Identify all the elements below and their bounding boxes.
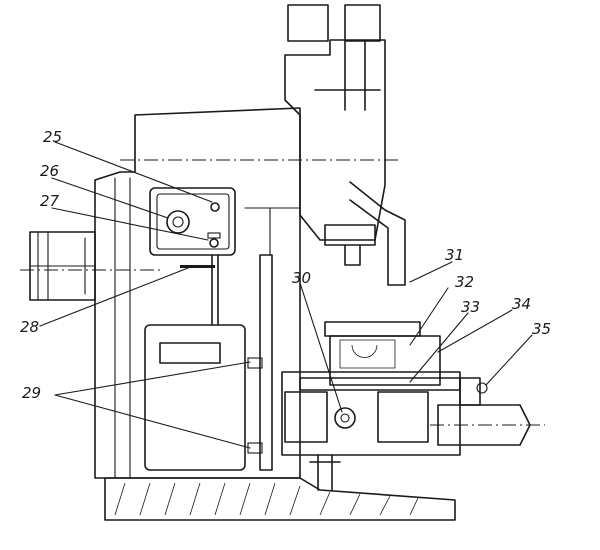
callout-31: 31 [445, 246, 465, 264]
upper-panel-inner [156, 193, 230, 250]
callout-28: 28 [20, 318, 40, 336]
callout-33: 33 [461, 298, 481, 316]
pushbutton-bottom [209, 238, 219, 248]
callout-32: 32 [455, 273, 475, 291]
head-housing-line [314, 39, 381, 111]
callout-29: 29 [22, 384, 42, 402]
electrical-cabinet [144, 324, 246, 471]
spindle-head [284, 39, 386, 241]
top-gearbox [344, 4, 381, 42]
leader-27 [51, 207, 209, 241]
callout-25: 25 [43, 128, 63, 146]
guide-top [244, 207, 301, 256]
leader-26 [51, 177, 169, 219]
main-switch-knob [166, 210, 190, 234]
cross-slide [299, 377, 461, 391]
main-column [94, 107, 301, 479]
leader-30 [299, 282, 343, 413]
knee-handwheel-hub [340, 413, 350, 423]
spindle-nose [324, 224, 376, 266]
indicator-lamp [210, 202, 220, 212]
upper-control-panel [149, 187, 236, 256]
callout-26: 26 [40, 162, 60, 180]
main-switch-center [172, 216, 184, 228]
callout-30: 30 [292, 269, 312, 287]
leader-32 [409, 287, 449, 346]
saddle [329, 335, 441, 386]
table-top [324, 321, 421, 337]
callout-34: 34 [512, 295, 532, 313]
handwheel-35 [476, 382, 488, 394]
leader-29a [54, 361, 251, 396]
leader-31 [409, 261, 453, 283]
pushbutton-top [207, 232, 221, 239]
leader-25 [54, 141, 213, 203]
leader-34 [437, 309, 513, 353]
callout-27: 27 [40, 192, 60, 210]
knee-door-left [284, 391, 328, 443]
vise-detail [339, 339, 396, 369]
leader-28 [39, 267, 189, 327]
knee-door-right [377, 391, 429, 443]
cabinet-nameplate [159, 342, 221, 364]
machine-base [104, 477, 456, 521]
motor-fins [29, 231, 96, 301]
knee-handwheel [334, 407, 356, 429]
knee [281, 371, 461, 456]
leader-35 [485, 334, 533, 386]
base-hatching [114, 482, 419, 516]
knee-guide [259, 254, 273, 471]
callout-35: 35 [532, 320, 552, 338]
column-inner-left [114, 177, 131, 479]
horizontal-ram [437, 404, 531, 446]
feed-box [459, 377, 481, 406]
leader-33 [409, 312, 469, 383]
lower-screw [309, 454, 341, 491]
guard-bracket [349, 181, 406, 286]
top-motor [287, 4, 329, 42]
lever-28 [180, 265, 215, 268]
hinge-upper [247, 357, 263, 369]
leader-29b [54, 394, 251, 449]
